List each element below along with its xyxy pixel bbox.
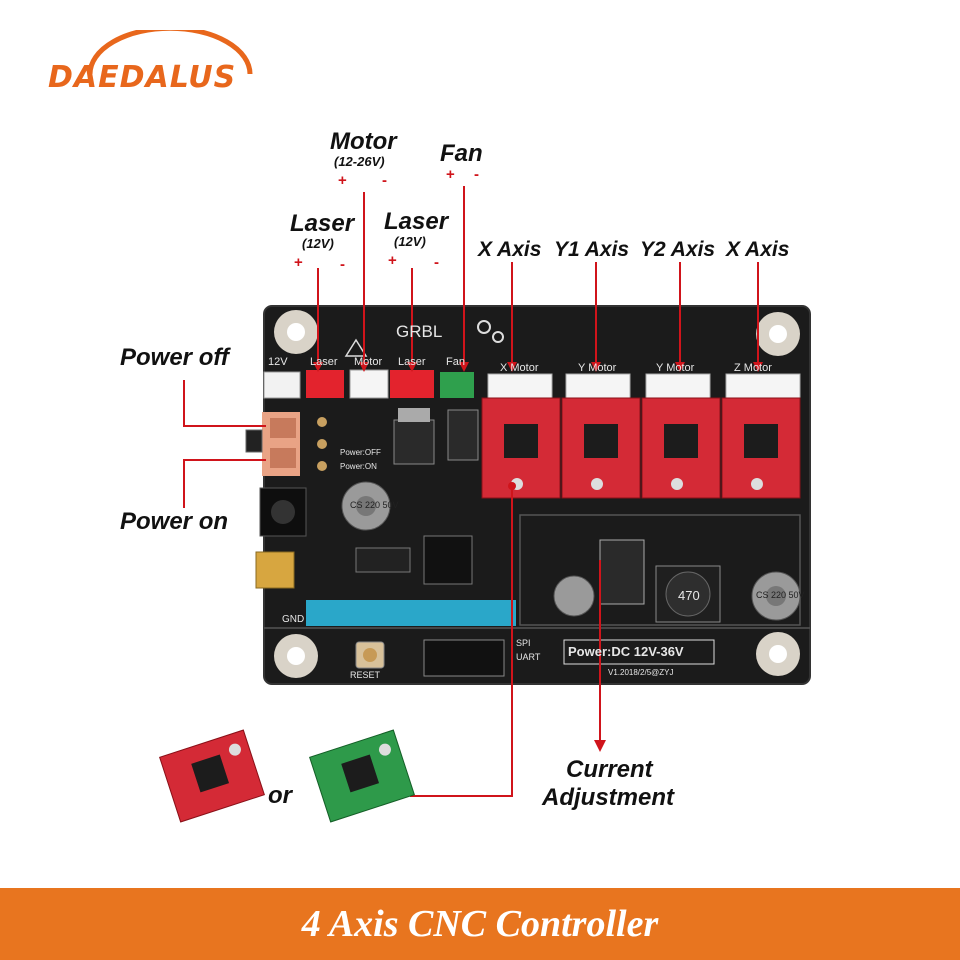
gear-icon [477,320,504,343]
port-label-motor: Motor [354,356,383,368]
connector-laser-pwm [390,370,434,398]
driver-ic [355,547,411,573]
spi-header [423,639,505,677]
port-label-laser-pwm: Laser [398,356,426,368]
connector-laser [306,370,344,398]
label-y2-axis: Y2 Axis [640,238,716,261]
label-power-on: Power on [120,508,229,535]
mounting-holes [274,310,800,678]
microcontroller-chip [423,535,473,585]
stepper-drivers [481,397,801,499]
gnd-label: GND [282,614,305,625]
board-title: GRBL [396,322,443,341]
laser-left-minus: - [340,256,345,273]
uart-label: UART [516,652,541,662]
inductor-label: 470 [678,588,700,603]
label-motor: Motor [330,128,397,155]
connector-y-motor-2 [645,373,711,399]
label-current: Current [566,756,653,783]
connector-y-motor-1 [565,373,631,399]
port-label-y-motor-2: Y Motor [656,362,695,374]
label-power-off: Power off [120,344,229,371]
connector-motor [349,369,389,399]
label-fan: Fan [440,140,483,167]
switch-label-on: Power:ON [340,462,377,471]
connector-z-motor [725,373,801,399]
label-laser-left: Laser [290,210,355,237]
pin-header [306,600,516,626]
laser-right-minus: - [434,254,439,271]
capacitor-left-power [553,575,595,617]
port-label-x-motor: X Motor [500,362,539,374]
motor-plus: + [338,172,347,189]
connector-x-motor [487,373,553,399]
laser-warning-icon [344,338,368,357]
motor-minus: - [382,172,387,189]
driver-green-loose [309,729,415,823]
capacitor-right-label: CS 220 50V [756,590,805,600]
regulator-1 [393,419,435,465]
port-label-12v: 12V [268,356,288,368]
fan-minus: - [474,166,479,183]
regulator-2 [447,409,479,461]
power-switch-lever [245,429,263,453]
annotation-lines [183,186,759,797]
mosfet [599,539,645,605]
driver-red-loose [159,729,265,823]
label-laser-left-voltage: (12V) [302,236,334,251]
connector-12v [263,371,301,399]
port-label-fan: Fan [446,356,465,368]
arrow-down-icon [313,362,323,372]
cnc-board-illustration [159,186,811,823]
usb-port [255,551,295,589]
port-label-z-motor: Z Motor [734,362,772,374]
port-label-laser: Laser [310,356,338,368]
fan-plus: + [446,166,455,183]
footer-banner [0,888,960,960]
label-laser-right-voltage: (12V) [394,234,426,249]
power-spec-label: Power:DC 12V-36V [568,644,684,659]
annotation-arrowheads [313,362,763,752]
reset-label: RESET [350,670,381,680]
footer-title: 4 Axis CNC Controller [301,903,659,945]
version-label: V1.2018/2/5@ZYJ [608,668,674,677]
spi-label: SPI [516,638,531,648]
label-y1-axis: Y1 Axis [554,238,630,261]
label-laser-right: Laser [384,208,449,235]
label-adjustment: Adjustment [542,784,674,811]
connector-fan [440,372,474,398]
label-or: or [268,782,292,809]
laser-right-plus: + [388,252,397,269]
power-spec-box [563,639,715,665]
switch-label-off: Power:OFF [340,448,381,457]
laser-left-plus: + [294,254,303,271]
label-motor-voltage: (12-26V) [334,154,385,169]
label-x-axis-2: X Axis [726,238,790,261]
capacitor-left-label: CS 220 50V [350,500,399,510]
brand-name: DAEDALUS [48,60,237,95]
label-x-axis-1: X Axis [478,238,542,261]
port-label-y-motor-1: Y Motor [578,362,617,374]
